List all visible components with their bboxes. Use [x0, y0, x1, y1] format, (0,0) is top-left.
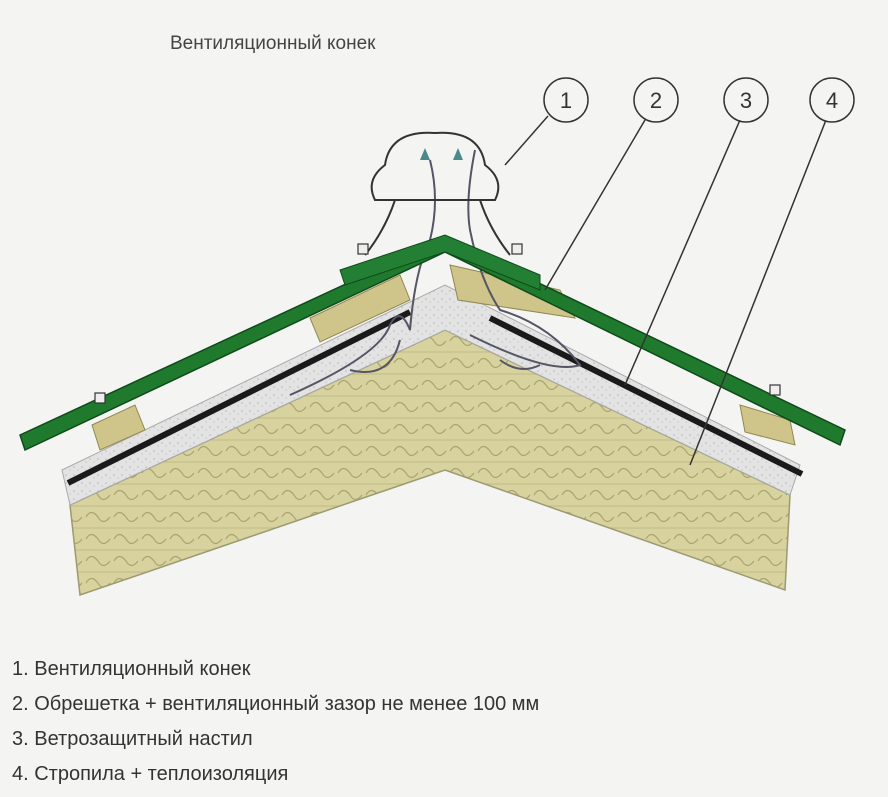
svg-text:3: 3: [740, 88, 752, 113]
callout-2: 2: [544, 77, 679, 291]
membrane-right: [488, 315, 804, 477]
ridge-vent-cap: [370, 131, 500, 201]
callout-4: 4: [689, 77, 855, 466]
legend-item: 1. Вентиляционный конек: [12, 658, 251, 680]
legend: 1. Вентиляционный конек 2. Обрешетка + в…: [12, 652, 539, 792]
legend-item: 3. Ветрозащитный настил: [12, 728, 253, 750]
battens: [91, 264, 796, 451]
diagram-title: Вентиляционный конек: [170, 33, 376, 54]
legend-item: 2. Обрешетка + вентиляционный зазор не м…: [12, 693, 540, 715]
screws: [94, 243, 781, 404]
svg-text:2: 2: [650, 88, 662, 113]
arrow-heads: [420, 148, 463, 160]
legend-item: 4. Стропила + теплоизоляция: [12, 763, 289, 785]
membrane-left: [66, 309, 412, 486]
windproof-layer: [61, 284, 801, 506]
callout-1: 1: [504, 77, 589, 166]
callout-3: 3: [624, 77, 769, 386]
airflow-arrows: [289, 149, 582, 396]
svg-text:1: 1: [560, 88, 572, 113]
svg-text:4: 4: [826, 88, 838, 113]
ridge-flashing: [339, 234, 541, 291]
